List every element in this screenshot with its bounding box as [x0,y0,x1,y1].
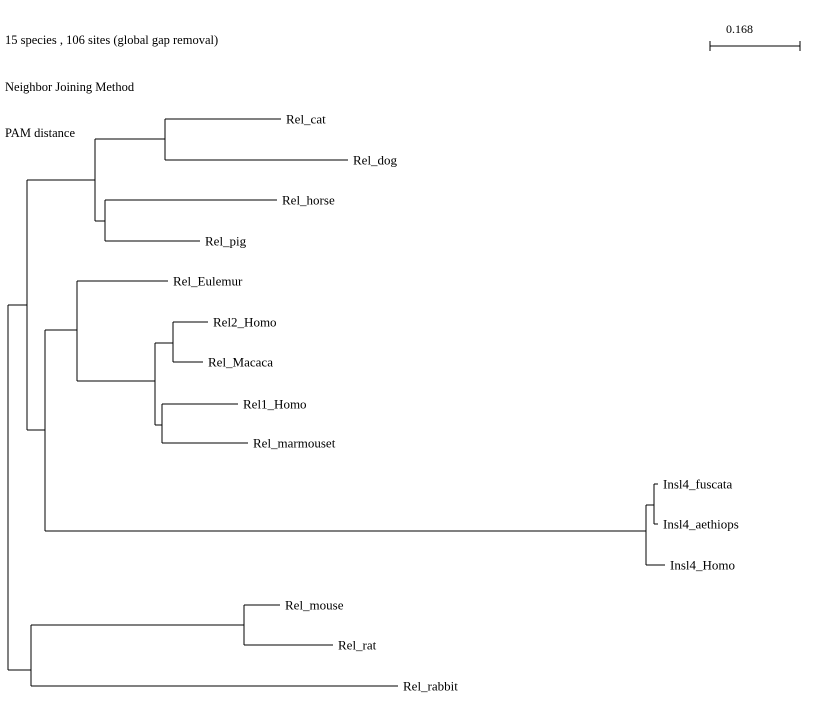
leaf-label-Rel_rabbit[interactable]: Rel_rabbit [403,678,458,694]
header-line-method: Neighbor Joining Method [5,79,135,94]
leaf-label-Insl4_fuscata[interactable]: Insl4_fuscata [663,476,733,492]
leaf-label-Rel_rat[interactable]: Rel_rat [338,637,377,653]
leaf-label-Rel_cat[interactable]: Rel_cat [286,111,326,127]
leaf-label-Rel_pig[interactable]: Rel_pig [205,233,247,249]
tree-branches [7,118,665,687]
header-line-species: 15 species , 106 sites (global gap remov… [5,33,219,47]
scale-bar-label: 0.168 [726,22,753,36]
leaf-label-Insl4_aethiops[interactable]: Insl4_aethiops [663,516,739,532]
leaf-label-Rel_Eulemur[interactable]: Rel_Eulemur [173,273,243,289]
header-line-distance: PAM distance [5,126,76,140]
leaf-label-Rel_marmouset[interactable]: Rel_marmouset [253,435,336,451]
scale-bar [709,41,801,51]
leaf-label-Rel2_Homo[interactable]: Rel2_Homo [213,314,277,330]
leaf-label-Rel_dog[interactable]: Rel_dog [353,152,398,168]
tree-header: 15 species , 106 sites (global gap remov… [5,2,218,173]
leaf-label-Rel_mouse[interactable]: Rel_mouse [285,597,344,613]
leaf-label-Rel_Macaca[interactable]: Rel_Macaca [208,354,273,370]
leaf-label-Rel_horse[interactable]: Rel_horse [282,192,335,208]
leaf-label-Insl4_Homo[interactable]: Insl4_Homo [670,557,735,573]
leaf-label-Rel1_Homo[interactable]: Rel1_Homo [243,396,307,412]
